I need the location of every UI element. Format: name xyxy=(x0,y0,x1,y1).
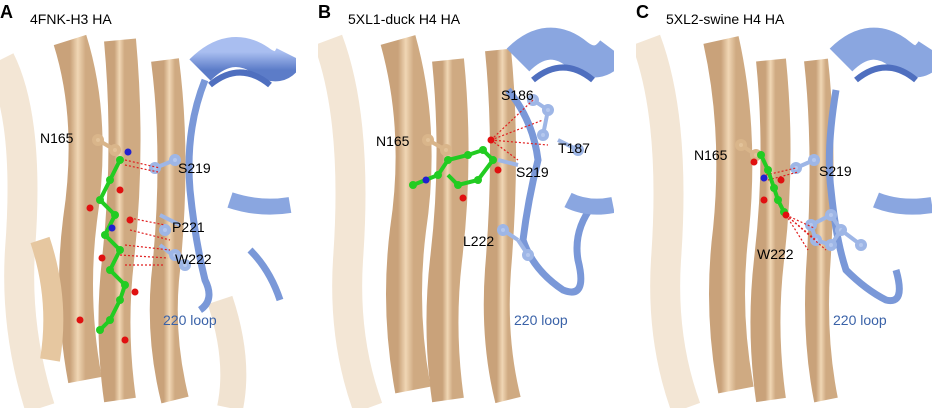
residue-label-s219: S219 xyxy=(819,163,852,179)
residue-label-p221: P221 xyxy=(172,219,205,235)
residue-label-n165: N165 xyxy=(376,133,410,149)
structure-image-b xyxy=(318,27,614,408)
residue-label-l222: L222 xyxy=(463,233,495,249)
panel-title: 4FNK-H3 HA xyxy=(30,11,112,27)
panel-letter: A xyxy=(0,2,13,22)
residue-label-w222: W222 xyxy=(175,251,212,267)
residue-label-w222: W222 xyxy=(757,246,794,262)
structure-image-c xyxy=(636,27,932,408)
panel-title: 5XL1-duck H4 HA xyxy=(348,11,461,27)
panel-letter: C xyxy=(636,2,649,22)
residue-label-n165: N165 xyxy=(694,147,728,163)
loop-label: 220 loop xyxy=(163,312,217,328)
structure-image-a xyxy=(0,34,296,408)
loop-label: 220 loop xyxy=(514,312,568,328)
panel-a: A 4FNK-H3 HA N165 S219 P221 W222 220 loo… xyxy=(0,0,296,408)
panel-letter: B xyxy=(318,2,331,22)
loop-label: 220 loop xyxy=(833,312,887,328)
panel-title: 5XL2-swine H4 HA xyxy=(666,11,785,27)
residue-label-t187: T187 xyxy=(558,140,590,156)
residue-label-s219: S219 xyxy=(516,164,549,180)
panel-c: C 5XL2-swine H4 HA N165 S219 W222 220 lo… xyxy=(636,0,932,408)
panel-b: B 5XL1-duck H4 HA S186 N165 T187 S219 L2… xyxy=(318,0,614,408)
residue-label-s219: S219 xyxy=(178,160,211,176)
residue-label-n165: N165 xyxy=(40,130,74,146)
residue-label-s186: S186 xyxy=(501,87,534,103)
